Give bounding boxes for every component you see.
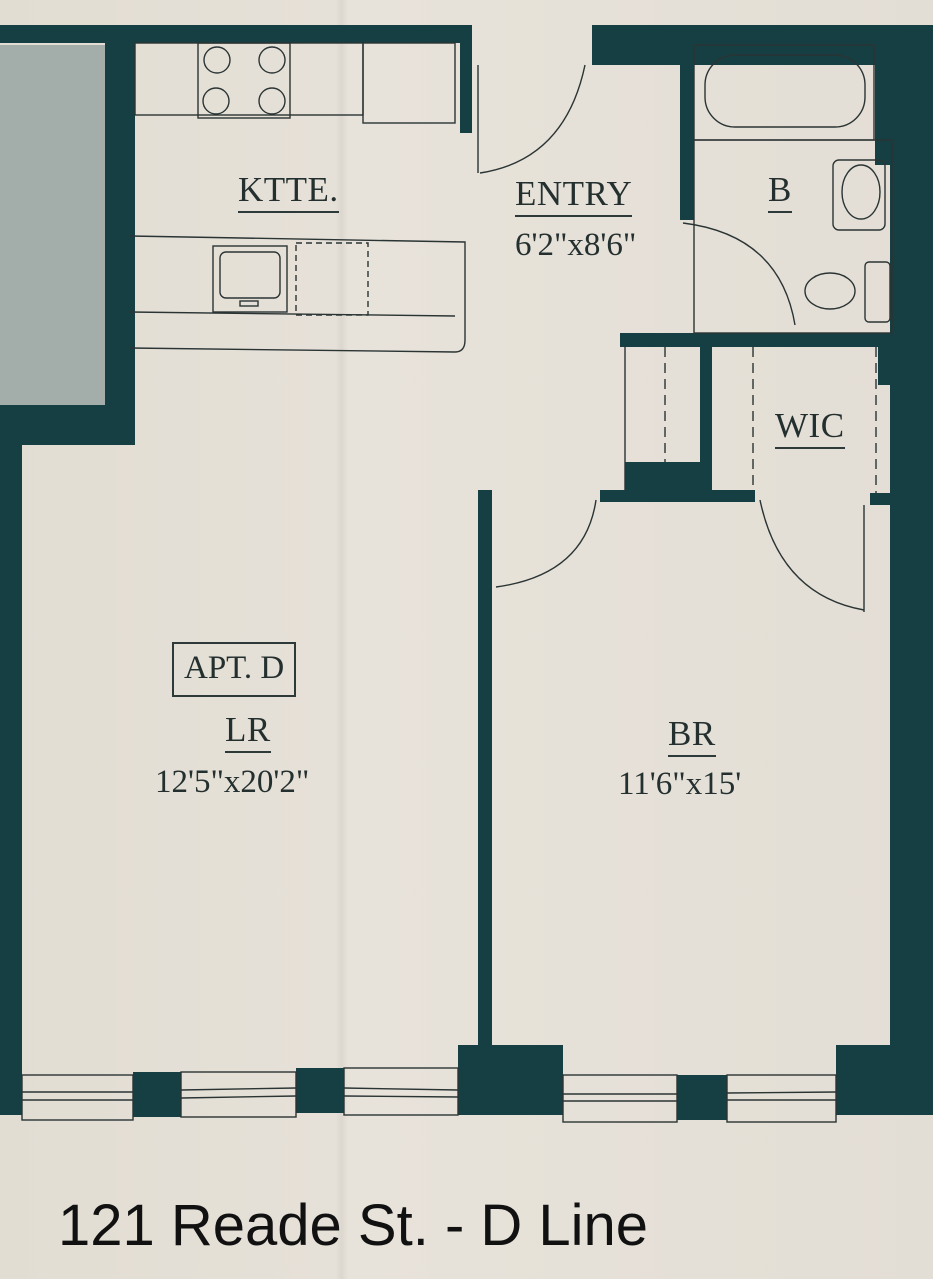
room-label-walk-in-closet: WIC [775, 406, 845, 449]
room-label-living-room: LR [225, 710, 271, 753]
room-label-kitchenette: KTTE. [238, 170, 339, 213]
room-dimensions-entry: 6'2"x8'6" [515, 227, 637, 263]
walls [0, 25, 933, 1120]
room-label-bath: B [768, 170, 792, 213]
room-label-bedroom: BR [668, 714, 716, 757]
fixtures [21, 42, 893, 1123]
room-dimensions-bedroom: 11'6"x15' [618, 766, 742, 802]
shaded-area [0, 45, 105, 405]
plan-caption: 121 Reade St. - D Line [58, 1193, 649, 1258]
room-label-entry: ENTRY [515, 174, 633, 217]
unit-label: APT. D [172, 642, 297, 697]
room-dimensions-living-room: 12'5"x20'2" [155, 764, 310, 800]
